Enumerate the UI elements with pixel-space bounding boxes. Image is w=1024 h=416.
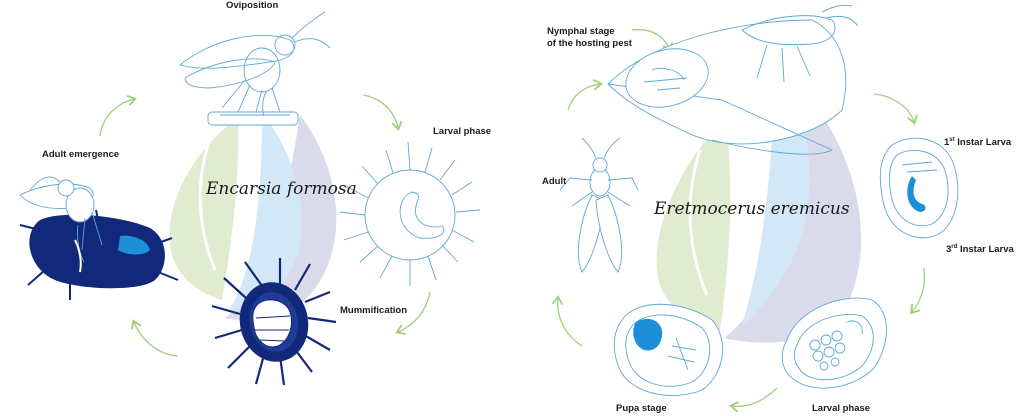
encarsia-cycle-drawing	[19, 11, 481, 386]
center-leaves	[169, 112, 337, 321]
larval-phase-illustration	[781, 297, 887, 389]
instar1-suffix: st	[949, 137, 955, 143]
instar3-suffix: rd	[951, 244, 958, 250]
encarsia-cycle-panel: Oviposition Larval phase Mummification A…	[19, 0, 492, 386]
green-leaf	[169, 118, 239, 300]
stage-label-oviposition: Oviposition	[226, 0, 279, 11]
instar1-text: Instar Larva	[957, 137, 1012, 148]
leaf-highlight	[198, 139, 217, 271]
stage-label-larval-phase: Larval phase	[812, 403, 871, 414]
stage-label-adult-emergence: Adult emergence	[42, 149, 120, 160]
arrow-mummification-to-adult	[134, 322, 179, 357]
arrow-adult-to-host	[567, 84, 600, 111]
leaf-highlight	[688, 149, 709, 296]
stage-label-mummification: Mummification	[340, 305, 408, 316]
larval-phase-illustration	[339, 141, 481, 286]
adult-emergence-illustration	[19, 176, 179, 300]
arrow-nymph-to-instar	[631, 29, 670, 50]
instar3-number: 3	[946, 244, 952, 255]
arrow-instar3-to-larval	[912, 267, 926, 312]
stage-label-adult: Adult	[542, 176, 567, 187]
arrow-oviposition-to-larval	[362, 94, 398, 128]
species-title-encarsia: Encarsia formosa	[206, 179, 357, 199]
arrow-pupa-to-adult	[558, 298, 583, 347]
stage-label-pupa-stage: Pupa stage	[616, 403, 667, 414]
adult-wasp-illustration	[559, 137, 639, 273]
pupa-stage-illustration	[613, 303, 724, 396]
stage-label-larval-phase: Larval phase	[433, 126, 492, 137]
instar3-text: Instar Larva	[959, 244, 1014, 255]
light-blue-leaf	[228, 112, 303, 312]
arrow-larval-to-pupa	[732, 387, 778, 406]
arrow-larval-to-mummification	[398, 291, 431, 332]
eretmocerus-cycle-drawing	[512, 4, 959, 416]
stage-label-nymphal-line1: Nymphal stage	[547, 26, 615, 37]
instar-larva-illustration	[879, 137, 959, 239]
host-pest-illustration	[607, 4, 859, 155]
mummification-illustration	[211, 258, 337, 386]
stage-label-3rd-instar-larva: 3rd Instar Larva	[946, 244, 1014, 255]
cycle-arrows	[99, 94, 431, 357]
arrow-host-to-instar1	[873, 93, 914, 122]
stage-label-1st-instar-larva: 1st Instar Larva	[944, 137, 1011, 148]
green-leaf	[656, 118, 731, 330]
oviposition-wasp-illustration	[179, 11, 331, 126]
species-title-eretmocerus: Eretmocerus eremicus	[654, 199, 850, 219]
arrow-adult-to-oviposition	[99, 99, 134, 137]
stage-label-nymphal-line2: of the hosting pest	[547, 38, 632, 49]
eretmocerus-cycle-panel: Nymphal stage of the hosting pest 1st In…	[512, 0, 1024, 416]
instar1-number: 1	[944, 137, 950, 148]
